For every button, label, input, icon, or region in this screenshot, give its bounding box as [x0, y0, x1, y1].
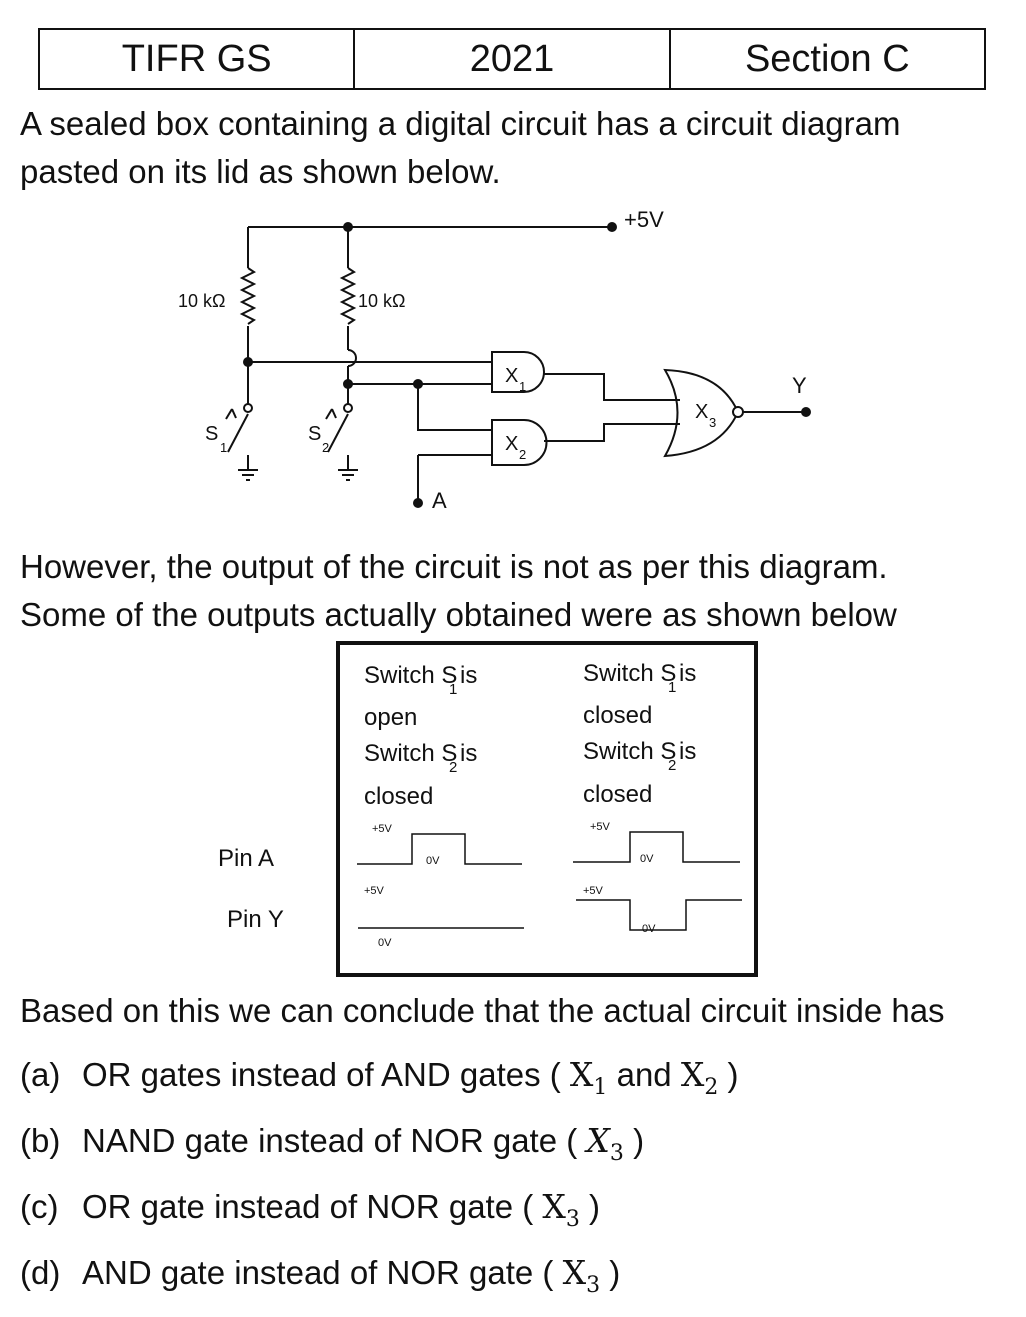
gate-x2 — [491, 419, 548, 466]
svg-text:Switch S: Switch S — [583, 738, 676, 765]
col2-state-s2: closed — [583, 781, 652, 808]
svg-text:2: 2 — [668, 757, 676, 774]
x2-label: X — [505, 433, 518, 455]
col1-state-s2: closed — [364, 783, 433, 810]
header-table: TIFR GS 2021 Section C — [38, 28, 986, 90]
circuit-diagram: 10 kΩ 10 kΩ +5V S 1 S 2 X 1 X 2 X 3 Y A — [178, 207, 811, 513]
gate-x3 — [663, 368, 740, 458]
pin-y-label: Pin Y — [227, 906, 284, 933]
svg-text:+5V: +5V — [590, 821, 611, 833]
option-a[interactable]: (a)OR gates instead of AND gates ( X1 an… — [20, 1055, 739, 1100]
pin-a-label: Pin A — [218, 845, 274, 872]
conclusion-text: Based on this we can conclude that the a… — [20, 992, 945, 1029]
middle-paragraph: However, the output of the circuit is no… — [20, 543, 1006, 639]
svg-text:1: 1 — [449, 681, 457, 698]
svg-text:2: 2 — [449, 759, 457, 776]
middle-line-2: Some of the outputs actually obtained we… — [20, 596, 897, 633]
option-c[interactable]: (c)OR gate instead of NOR gate ( X3 ) — [20, 1187, 601, 1232]
header-year: 2021 — [355, 30, 671, 88]
table-frame — [336, 641, 758, 977]
svg-text:Switch S: Switch S — [583, 660, 676, 687]
intro-paragraph: A sealed box containing a digital circui… — [20, 100, 1006, 196]
svg-text:+5V: +5V — [372, 823, 393, 835]
svg-text:0V: 0V — [426, 855, 440, 867]
svg-text:+5V: +5V — [364, 885, 385, 897]
option-b[interactable]: (b)NAND gate instead of NOR gate ( X3 ) — [20, 1121, 645, 1166]
svg-text:0V: 0V — [642, 923, 656, 935]
s1-label: S — [205, 423, 218, 445]
waveform-a-col1 — [357, 833, 522, 865]
svg-text:+5V: +5V — [583, 885, 604, 897]
s1-sub: 1 — [220, 440, 227, 455]
header-exam: TIFR GS — [40, 30, 356, 88]
switch-s2 — [327, 413, 349, 453]
a-label: A — [432, 488, 447, 513]
svg-text:0V: 0V — [378, 937, 392, 949]
svg-text:Switch S: Switch S — [364, 662, 457, 689]
switch-s1 — [227, 413, 249, 453]
s2-label: S — [308, 423, 321, 445]
option-d[interactable]: (d)AND gate instead of NOR gate ( X3 ) — [20, 1253, 621, 1298]
col2-state-s1: closed — [583, 702, 652, 729]
output-table: Switch S 1 is open Switch S 2 is closed … — [218, 641, 758, 977]
resistor-1 — [239, 267, 257, 325]
svg-text:0V: 0V — [640, 853, 654, 865]
header-section: Section C — [744, 37, 910, 80]
x1-label: X — [505, 365, 518, 387]
x3-label: X — [695, 401, 708, 423]
waveform-y-col2 — [576, 899, 742, 931]
svg-text:is: is — [679, 660, 696, 687]
x2-sub: 2 — [519, 447, 526, 462]
svg-text:Switch S: Switch S — [364, 740, 457, 767]
col1-state-s1: open — [364, 704, 417, 731]
resistor-2-label: 10 kΩ — [358, 291, 405, 311]
resistor-1-label: 10 kΩ — [178, 291, 225, 311]
s2-sub: 2 — [322, 440, 329, 455]
gate-x1 — [491, 351, 545, 393]
x3-sub: 3 — [709, 415, 716, 430]
vcc-label: +5V — [624, 207, 664, 232]
svg-text:1: 1 — [668, 679, 676, 696]
svg-text:is: is — [679, 738, 696, 765]
svg-text:is: is — [460, 662, 477, 689]
intro-line-1: A sealed box containing a digital circui… — [20, 105, 901, 142]
x1-sub: 1 — [519, 379, 526, 394]
resistor-2 — [339, 267, 357, 325]
waveform-a-col2 — [573, 831, 740, 863]
middle-line-1: However, the output of the circuit is no… — [20, 548, 888, 585]
svg-text:is: is — [460, 740, 477, 767]
intro-line-2: pasted on its lid as shown below. — [20, 153, 501, 190]
y-label: Y — [792, 373, 807, 398]
